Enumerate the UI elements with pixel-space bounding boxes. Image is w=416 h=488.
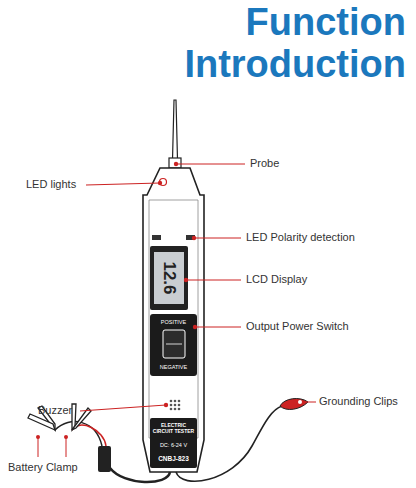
battery-clamp (28, 404, 91, 430)
cable (110, 468, 170, 482)
name-plate (150, 418, 197, 468)
leader-line (305, 402, 316, 403)
body-inner-outline (149, 200, 198, 438)
switch-marking: POSITIVE (161, 319, 186, 325)
part-label: LED Polarity detection (246, 231, 355, 244)
part-label: Battery Clamp (8, 461, 78, 474)
leader-dot (298, 400, 302, 404)
plug (98, 446, 111, 472)
switch-divider (166, 344, 182, 345)
leader-dots (158, 162, 197, 407)
switch-panel (150, 314, 197, 376)
tester-body (143, 168, 204, 472)
part-label: LED lights (26, 178, 76, 191)
power-switch (163, 330, 185, 358)
leader-dot (36, 435, 40, 439)
model-number: CNBJ-823 (158, 455, 189, 462)
lcd-screen (154, 252, 184, 304)
switch-marking: NEGATIVE (160, 364, 187, 370)
leader-dot (64, 435, 68, 439)
part-label: Probe (250, 157, 279, 170)
part-label: Grounding Clips (319, 395, 398, 408)
device-marking: ELECTRIC CIRCUIT TESTER (152, 423, 196, 435)
part-label: Output Power Switch (246, 320, 349, 333)
part-label: Buzzer (38, 404, 72, 417)
lcd-reading: 12.6 (159, 261, 179, 294)
probe-collar (169, 158, 181, 168)
probe-tip (173, 100, 178, 160)
polarity-led (152, 235, 161, 240)
leader-line (38, 437, 39, 457)
leader-lines (80, 164, 245, 411)
grounding-clip (280, 399, 308, 410)
buzzer-holes (170, 400, 181, 411)
clamp-wire (72, 425, 106, 446)
lcd-frame (150, 246, 188, 310)
part-label: LCD Display (246, 273, 307, 286)
leader-line (66, 437, 67, 457)
device-marking: DC: 6-24 V (160, 442, 187, 448)
ground-wire (176, 406, 282, 481)
page-title: Function Introduction (160, 2, 406, 86)
